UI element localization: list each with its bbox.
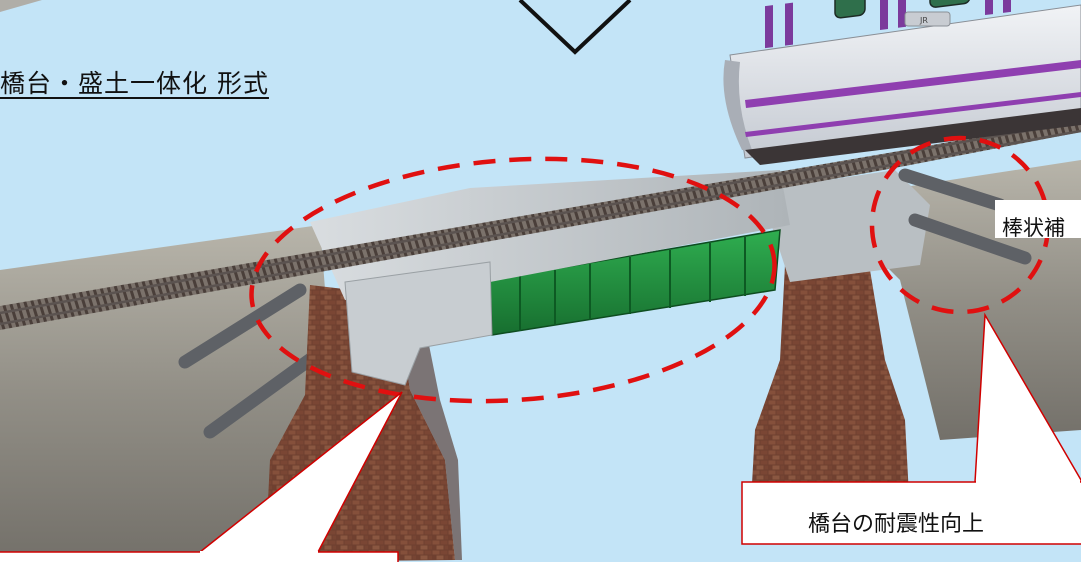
page-title: 橋台・盛土一体化 形式: [0, 69, 269, 98]
down-arrow-icon: [518, 0, 632, 55]
girder-ribs: [519, 237, 746, 331]
previous-panel-edge: [0, 0, 42, 12]
right-abutment: [760, 170, 930, 282]
train-stripe: [745, 60, 1081, 108]
callout-label-rod: 棒状補: [1002, 216, 1065, 240]
highlight-ellipse-left: [249, 156, 777, 404]
callout-top-box: [995, 200, 1081, 238]
callout-label-seismic: 橋台の耐震性向上: [808, 512, 985, 537]
train-roof-label: JR: [919, 16, 928, 25]
right-pier: [750, 265, 910, 520]
left-abutment-face: [344, 261, 493, 386]
train: JR: [723, 0, 1081, 165]
callout-bottom-right-box: [741, 481, 1081, 545]
rod-anchors-right: [898, 168, 1032, 265]
callout-bottom-left-box: [0, 551, 399, 562]
